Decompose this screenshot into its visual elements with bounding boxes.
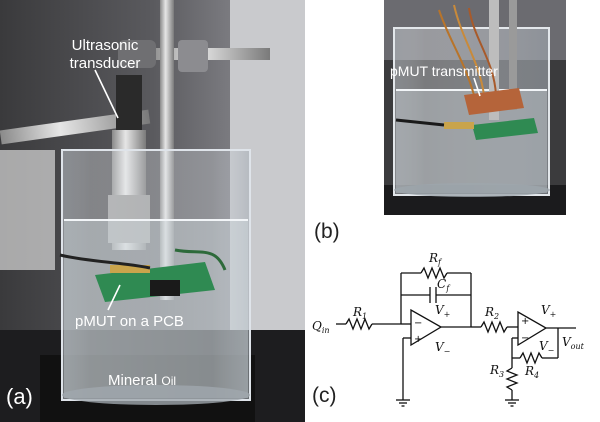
label-rf: Rf (428, 251, 443, 267)
label-vout: Vout (562, 335, 585, 351)
label-vminus-1: V− (435, 340, 450, 356)
label-r4: R4 (524, 364, 539, 380)
label-vplus-2: V+ (541, 303, 556, 319)
label-pmut-transmitter: pMUT transmitter (390, 63, 498, 79)
label-cf: Cf (437, 277, 451, 293)
panel-letter-c: (c) (312, 384, 337, 407)
label-r1: R1 (352, 305, 367, 321)
label-r3: R3 (489, 363, 504, 379)
label-q-in: Qin (312, 319, 330, 335)
label-ultrasonic: Ultrasonic (72, 37, 139, 54)
opamp1-minus-sign: − (414, 318, 422, 329)
label-pmut-pcb: pMUT on a PCB (75, 313, 184, 330)
photo-panel-a: Ultrasonic transducer pMUT on a PCB Mine… (0, 0, 305, 422)
opamp2-plus-sign: + (521, 316, 529, 327)
label-r2: R2 (484, 305, 499, 321)
label-vplus-1: V+ (435, 303, 450, 319)
panel-letter-b: (b) (314, 220, 340, 243)
opamp1-plus-sign: + (414, 334, 422, 345)
label-transducer: transducer (70, 55, 141, 72)
circuit-schematic: − + + − Qin R1 Rf Cf R2 R3 R4 V+ V− V+ V… (312, 251, 585, 407)
label-vminus-2: V− (539, 339, 554, 355)
opamp2-minus-sign: − (521, 333, 529, 344)
label-mineral-oil: Mineral Oil (108, 372, 176, 389)
panel-letter-b-wrap: (b) (314, 220, 340, 243)
photo-panel-b: pMUT transmitter (384, 0, 566, 215)
panel-letter-a: (a) (6, 384, 33, 409)
